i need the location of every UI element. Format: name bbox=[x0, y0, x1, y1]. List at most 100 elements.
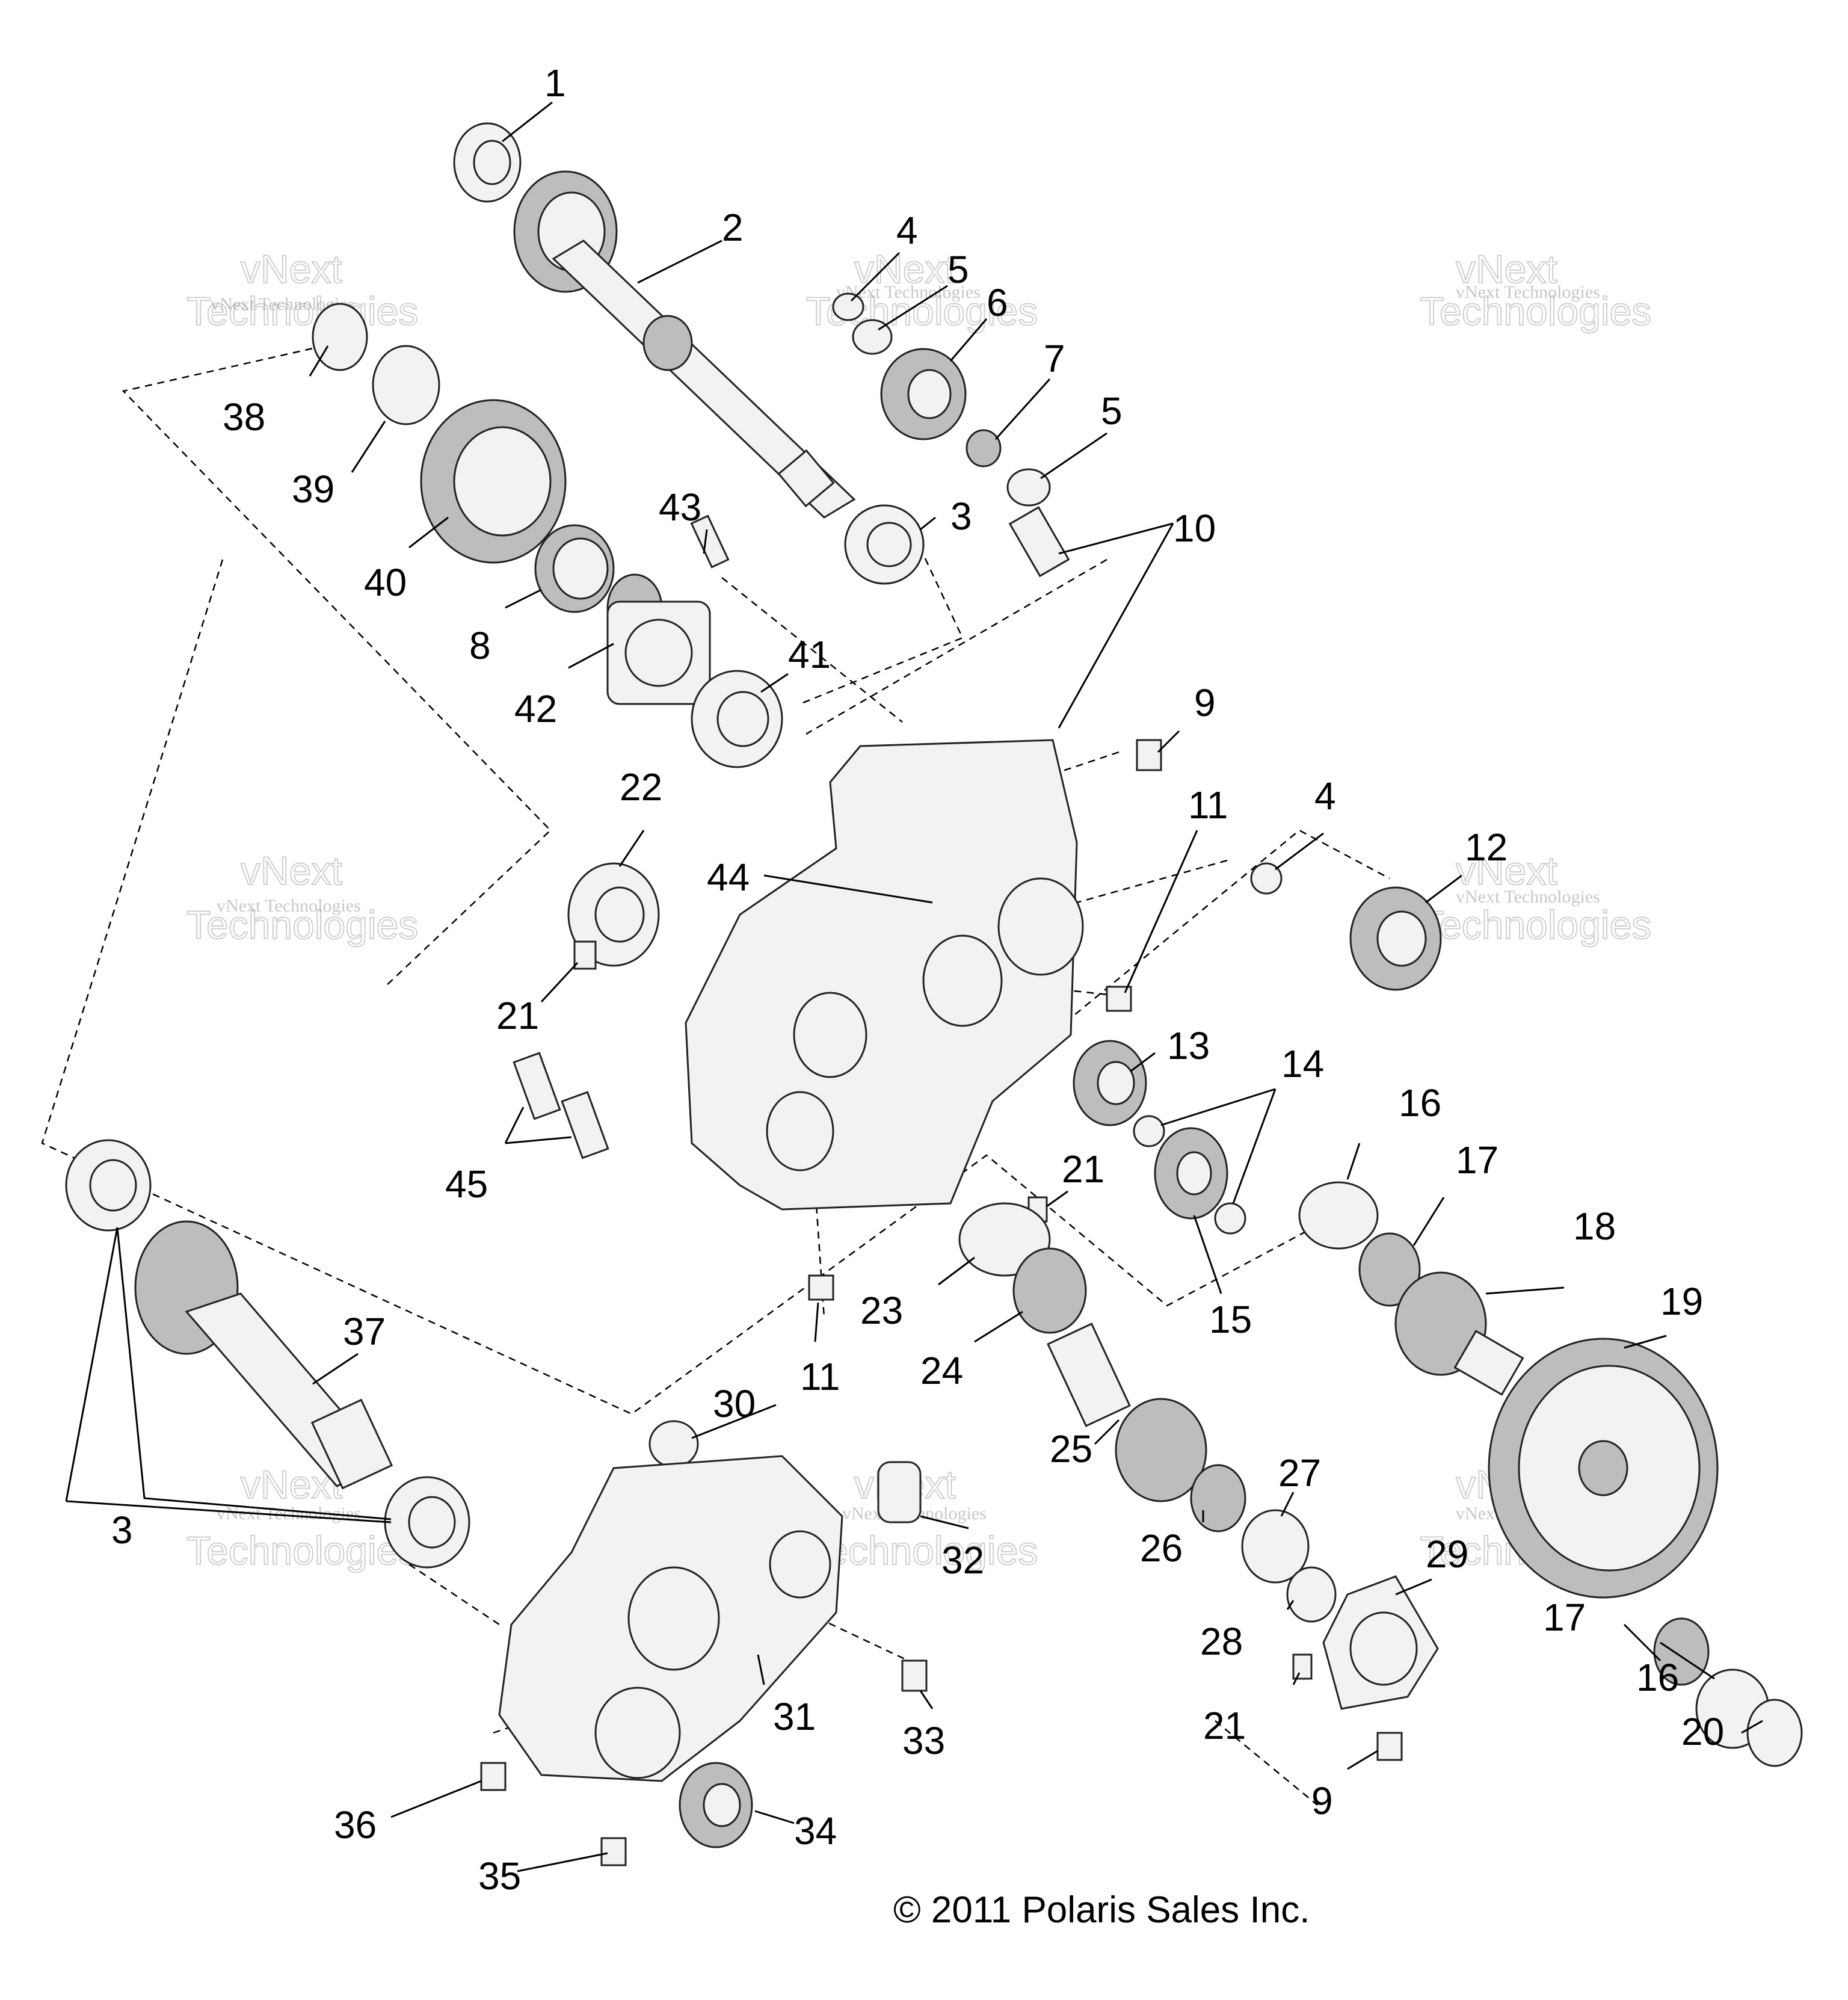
watermark-large-bottom: Technologies bbox=[1420, 903, 1651, 947]
part-35-bolt bbox=[600, 1837, 627, 1866]
part-43-bolt bbox=[690, 514, 730, 569]
watermark-large-bottom: Technologies bbox=[806, 1528, 1038, 1573]
watermark-small: vNext Technologies bbox=[1456, 887, 1600, 907]
watermark-large-bottom: Technologies bbox=[186, 289, 418, 333]
callout-2: 2 bbox=[722, 206, 744, 249]
part-19-large-gear bbox=[1488, 1338, 1719, 1599]
part-5-washer-lower bbox=[1006, 468, 1051, 507]
callout-14: 14 bbox=[1281, 1042, 1324, 1085]
callout-21-lower: 21 bbox=[1203, 1704, 1246, 1747]
watermark-small: vNext Technologies bbox=[217, 896, 361, 916]
watermark-large-top: vNext bbox=[1456, 848, 1557, 893]
watermark-large-top: vNext bbox=[241, 247, 342, 291]
callout-22: 22 bbox=[620, 765, 662, 809]
part-17-bearing-upper bbox=[1358, 1232, 1421, 1307]
part-31-case-cover bbox=[498, 1455, 843, 1782]
callout-17-lower: 17 bbox=[1543, 1596, 1586, 1639]
callout-36: 36 bbox=[334, 1803, 377, 1847]
part-14-clips bbox=[1133, 1115, 1246, 1235]
part-7-needle-bearing bbox=[966, 429, 1002, 468]
watermark-top-right: vNext Technologies vNext Technologies bbox=[1419, 246, 1652, 334]
callout-12: 12 bbox=[1465, 826, 1508, 869]
guide-pin-10 bbox=[805, 558, 1107, 735]
callout-7: 7 bbox=[1044, 337, 1065, 380]
guide-bolt-11 bbox=[1034, 986, 1120, 997]
callout-23: 23 bbox=[860, 1289, 903, 1332]
callout-16-lower: 16 bbox=[1636, 1656, 1679, 1699]
callout-30: 30 bbox=[713, 1382, 756, 1425]
part-3-bearing-left bbox=[65, 1139, 152, 1232]
guide-bolt-43 bbox=[721, 577, 903, 723]
part-34-seal bbox=[679, 1762, 753, 1848]
part-3-bearing-upper bbox=[844, 504, 925, 585]
part-3-bearing-lower bbox=[384, 1476, 470, 1569]
part-28-shim bbox=[1286, 1566, 1337, 1623]
part-17-bearing-lower bbox=[1653, 1617, 1710, 1686]
callout-5-upper: 5 bbox=[947, 248, 969, 291]
callout-numbers: 1 2 3 3 4 4 5 5 6 7 8 9 9 10 11 11 12 13… bbox=[111, 61, 1724, 1898]
callout-32: 32 bbox=[941, 1539, 984, 1582]
callout-35: 35 bbox=[478, 1854, 521, 1898]
callout-8: 8 bbox=[469, 624, 491, 667]
part-33-bolt bbox=[901, 1659, 928, 1692]
callout-41: 41 bbox=[788, 633, 831, 676]
part-38-snap-ring bbox=[312, 303, 368, 371]
part-24-bearing bbox=[1012, 1247, 1087, 1334]
callout-21-mid: 21 bbox=[1062, 1147, 1104, 1191]
callout-26: 26 bbox=[1140, 1526, 1183, 1570]
part-21-dowel-lower bbox=[1292, 1653, 1313, 1680]
part-2-main-shaft bbox=[513, 170, 856, 519]
callout-43: 43 bbox=[659, 486, 701, 529]
part-15-gear bbox=[1154, 1127, 1228, 1220]
callout-9-lower: 9 bbox=[1311, 1779, 1333, 1823]
part-30-bushing bbox=[648, 1420, 699, 1468]
callout-3-lower: 3 bbox=[111, 1508, 133, 1552]
watermark-large-top: vNext bbox=[854, 247, 956, 291]
callout-4-right: 4 bbox=[1314, 774, 1336, 818]
part-26-bearing bbox=[1190, 1464, 1246, 1532]
callout-39: 39 bbox=[292, 468, 334, 511]
callout-21-upper: 21 bbox=[496, 994, 539, 1037]
guide-bolt-9-lower bbox=[1215, 1720, 1318, 1806]
guide-seal-12 bbox=[1064, 829, 1390, 1025]
watermark-small: vNext Technologies bbox=[1456, 282, 1600, 302]
watermark-large-bottom: Technologies bbox=[186, 903, 418, 947]
watermark-top-left: vNext Technologies vNext Technologies bbox=[186, 246, 419, 334]
part-4-clip-upper bbox=[832, 292, 864, 321]
callout-28: 28 bbox=[1200, 1620, 1243, 1663]
callout-19: 19 bbox=[1660, 1280, 1703, 1323]
part-6-gear bbox=[880, 348, 967, 440]
callout-20: 20 bbox=[1681, 1710, 1724, 1753]
callout-1: 1 bbox=[544, 61, 566, 105]
watermark-mid-right: vNext Technologies vNext Technologies bbox=[1419, 848, 1652, 948]
callout-33: 33 bbox=[902, 1719, 945, 1762]
part-13-seal bbox=[1073, 1040, 1147, 1126]
callout-11-lower: 11 bbox=[800, 1355, 840, 1398]
callout-4-upper: 4 bbox=[896, 209, 918, 252]
part-25-shaft-gear bbox=[1047, 1323, 1207, 1502]
callout-24: 24 bbox=[920, 1349, 963, 1392]
part-10-pin bbox=[1008, 506, 1070, 578]
leader-lines bbox=[65, 101, 1763, 1872]
callout-9-upper: 9 bbox=[1194, 681, 1216, 724]
part-8-sleeve bbox=[534, 524, 615, 613]
watermark-large-top: vNext bbox=[1456, 247, 1557, 291]
part-45-pins bbox=[513, 1052, 609, 1159]
part-9-bolt-upper bbox=[1136, 739, 1162, 771]
watermark-mid-left: vNext Technologies vNext Technologies bbox=[186, 848, 419, 948]
callout-45: 45 bbox=[445, 1162, 488, 1206]
part-main-case bbox=[685, 739, 1084, 1211]
part-12-seal bbox=[1349, 886, 1442, 991]
guide-shaft-3 bbox=[799, 535, 964, 705]
callout-15: 15 bbox=[1209, 1298, 1252, 1341]
part-32-plug bbox=[877, 1461, 922, 1523]
watermark-large-bottom: Technologies bbox=[186, 1528, 418, 1573]
part-29-cover bbox=[1322, 1575, 1439, 1710]
callout-34: 34 bbox=[794, 1809, 837, 1853]
watermark-bottom-left: vNext Technologies vNext Technologies bbox=[186, 1461, 419, 1573]
callout-17-upper: 17 bbox=[1456, 1138, 1498, 1182]
callout-13: 13 bbox=[1167, 1024, 1210, 1067]
callout-37: 37 bbox=[343, 1310, 386, 1353]
part-36-bolt bbox=[480, 1762, 507, 1791]
